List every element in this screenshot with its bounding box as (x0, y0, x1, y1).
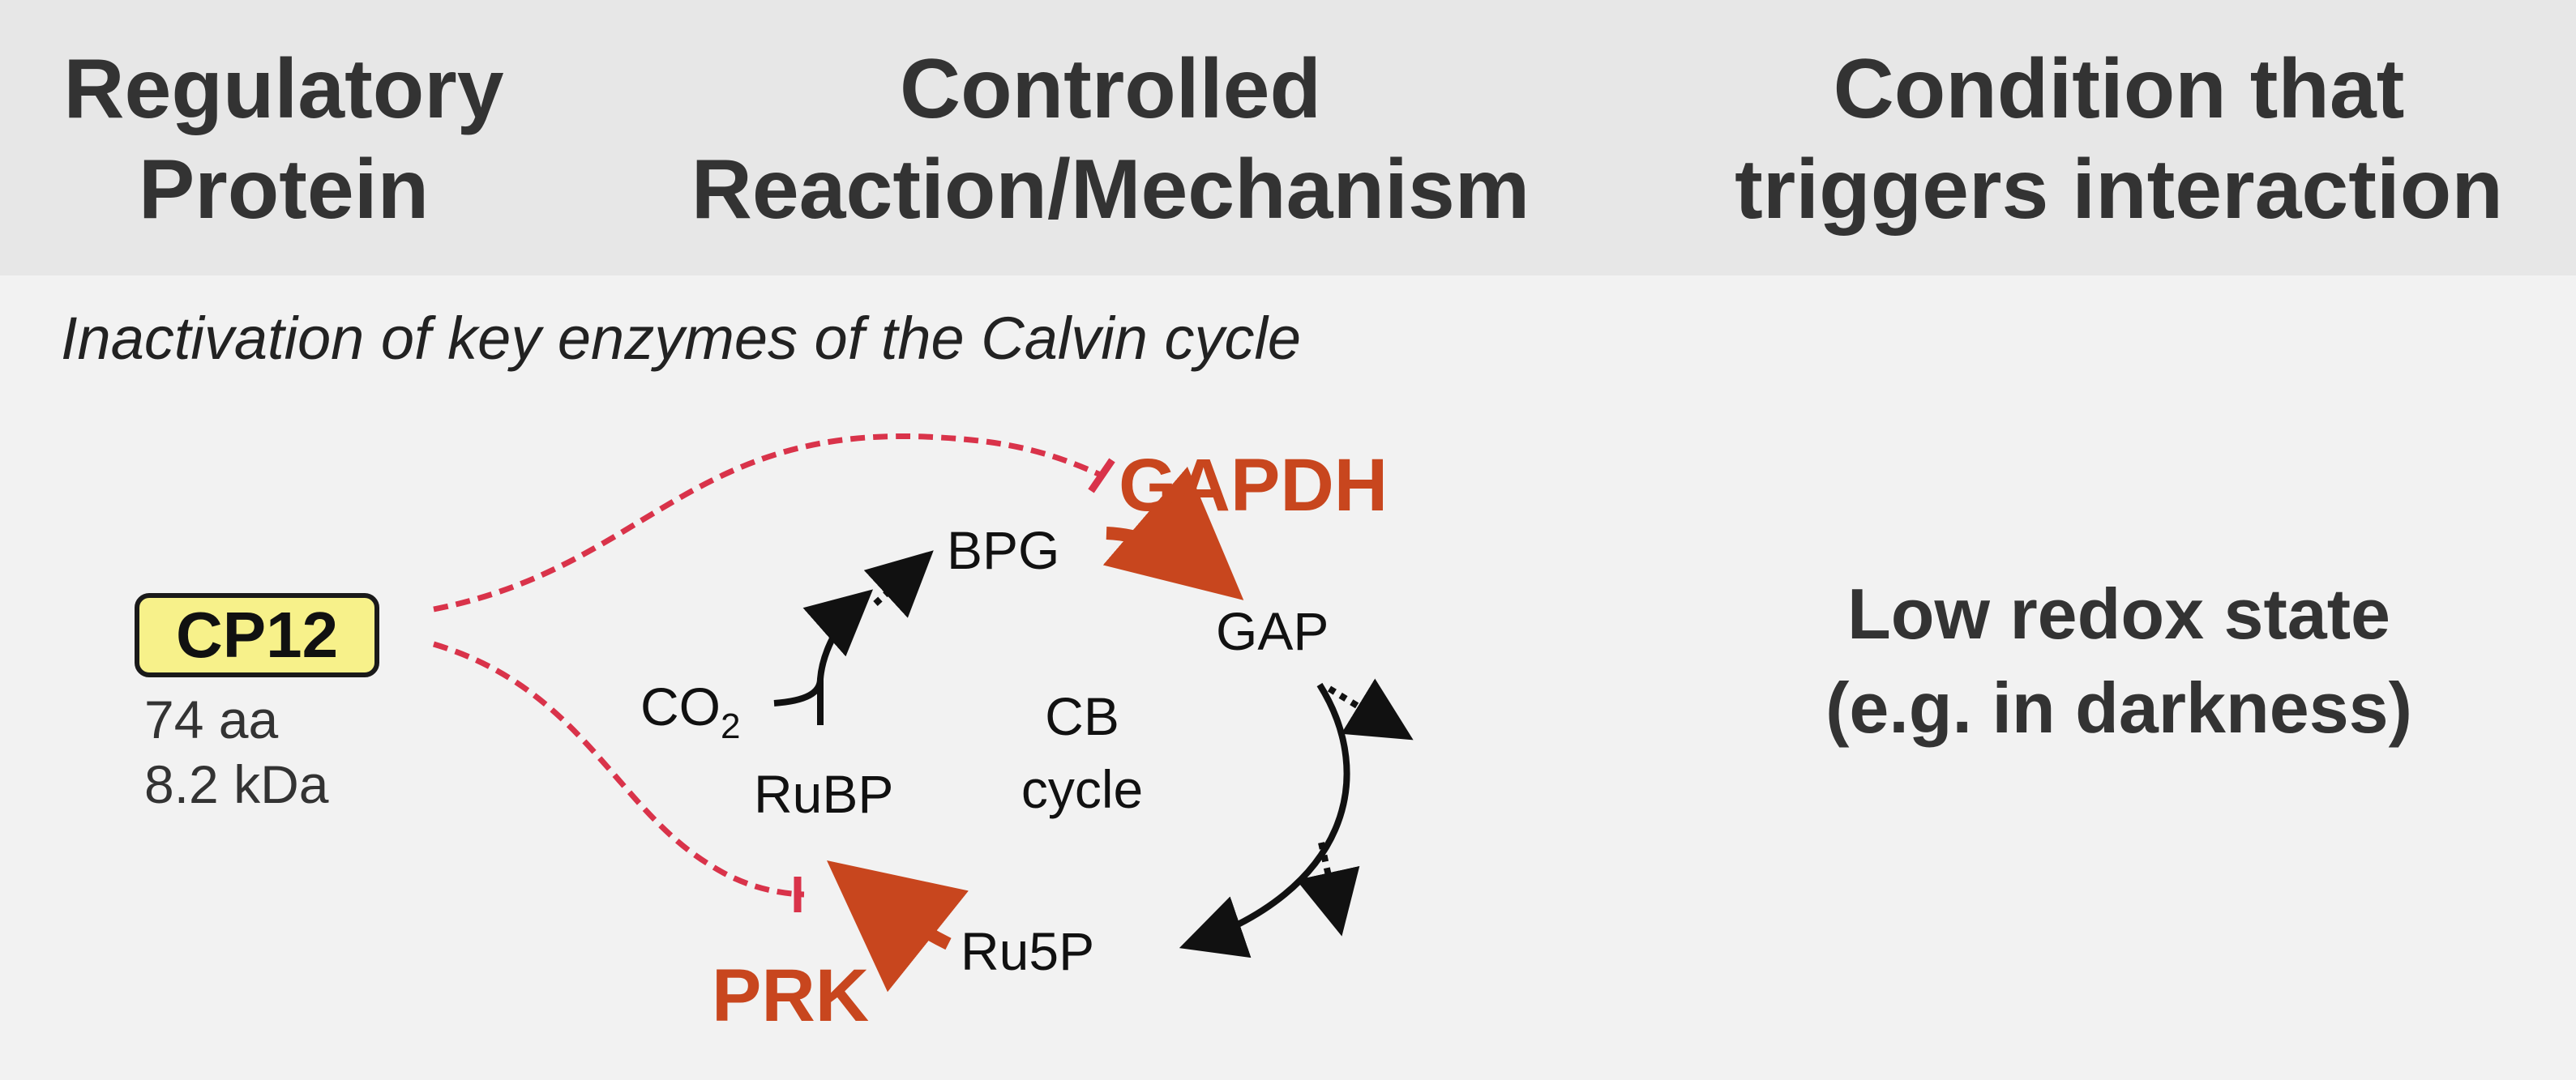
arrow-rubp-to-bpg (802, 589, 874, 725)
cycle-label-cb: CB (1045, 686, 1119, 746)
dotted-arrow-cycle-out (1296, 842, 1360, 937)
enzyme-prk: PRK (712, 954, 869, 1037)
trigger-condition: Low redox state (e.g. in darkness) (1662, 567, 2576, 755)
inhibition-bar-gapdh (1088, 458, 1115, 493)
header-row: Regulatory Protein Controlled Reaction/M… (0, 0, 2576, 275)
inhibition-line-prk (433, 641, 805, 898)
inhibition-line-gapdh (433, 433, 1106, 613)
arrow-ru5p-to-rubp (827, 860, 969, 992)
metabolite-ru5p: Ru5P (961, 921, 1094, 981)
cycle-label-cycle: cycle (1021, 759, 1143, 819)
metabolite-rubp: RuBP (754, 764, 893, 824)
cp12-label: CP12 (175, 599, 339, 671)
metabolite-co2: CO2 (640, 677, 740, 746)
cp12-info: 74 aa 8.2 kDa (144, 687, 328, 817)
metabolite-gap: GAP (1216, 601, 1329, 661)
metabolite-bpg: BPG (947, 520, 1059, 580)
header-regulatory-protein: Regulatory Protein (63, 42, 504, 237)
header-trigger-condition: Condition that triggers interaction (1735, 42, 2503, 237)
arrow-gap-to-ru5p (1179, 682, 1350, 958)
cp12-box: CP12 (135, 593, 379, 677)
condition-line-2: (e.g. in darkness) (1825, 668, 2412, 748)
dotted-arrow-gap-out (1327, 678, 1414, 741)
condition-line-1: Low redox state (1847, 574, 2390, 654)
section-subtitle: Inactivation of key enzymes of the Calvi… (61, 305, 1302, 372)
dotted-arrow-to-bpg (863, 550, 934, 618)
arrow-bpg-to-gap (1102, 466, 1244, 600)
enzyme-gapdh: GAPDH (1119, 444, 1388, 527)
cp12-mass: 8.2 kDa (144, 754, 329, 814)
header-controlled-reaction: Controlled Reaction/Mechanism (691, 42, 1530, 237)
cp12-length: 74 aa (144, 689, 279, 749)
co2-join-arrow (773, 678, 824, 706)
